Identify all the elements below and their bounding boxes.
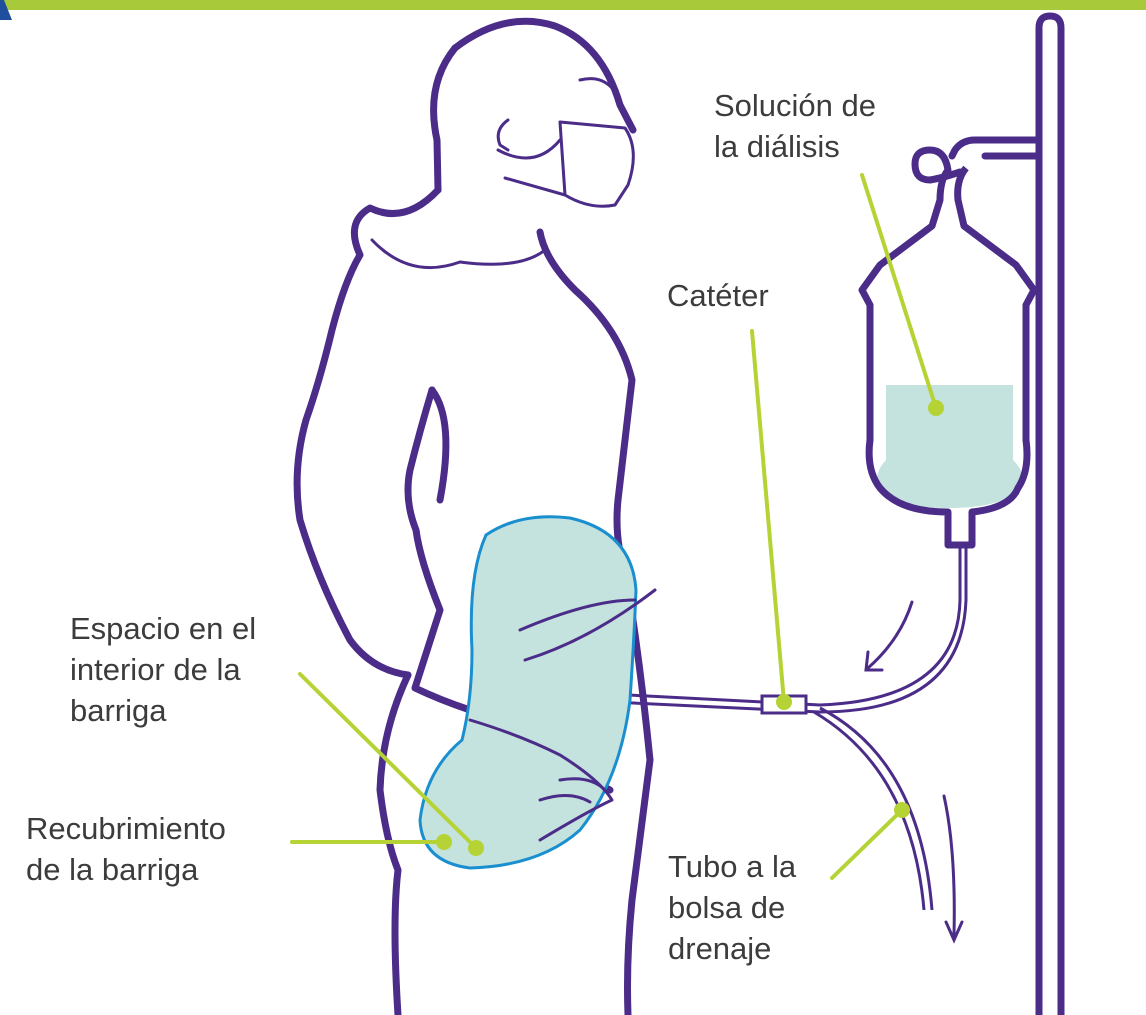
label-line: Espacio en el <box>70 611 257 646</box>
label-line: interior de la <box>70 652 241 687</box>
label-dialysis-solution: Solución de la diálisis <box>714 85 876 167</box>
dialysis-bag-icon <box>858 165 1038 549</box>
face-mask-icon <box>370 77 635 270</box>
iv-pole-icon <box>911 12 1065 1015</box>
label-line: drenaje <box>668 931 772 966</box>
label-line: Catéter <box>667 278 769 313</box>
label-line: barriga <box>70 693 167 728</box>
peritoneal-space <box>418 515 638 870</box>
flow-arrow-icon <box>864 600 964 944</box>
label-drainage-tube: Tubo a la bolsa de drenaje <box>668 846 796 969</box>
label-abdominal-lining: Recubrimiento de la barriga <box>26 808 226 890</box>
label-line: bolsa de <box>668 890 786 925</box>
label-line: la diálisis <box>714 129 840 164</box>
top-bar <box>0 0 1146 10</box>
label-catheter: Catéter <box>667 275 769 316</box>
label-line: de la barriga <box>26 852 199 887</box>
corner-mark <box>0 0 12 20</box>
label-line: Tubo a la <box>668 849 797 884</box>
label-line: Solución de <box>714 88 877 123</box>
leader-lines <box>290 173 938 880</box>
label-abdominal-space: Espacio en el interior de la barriga <box>70 608 256 731</box>
hand-details <box>468 588 657 842</box>
label-line: Recubrimiento <box>26 811 226 846</box>
leader-dots <box>436 400 944 856</box>
